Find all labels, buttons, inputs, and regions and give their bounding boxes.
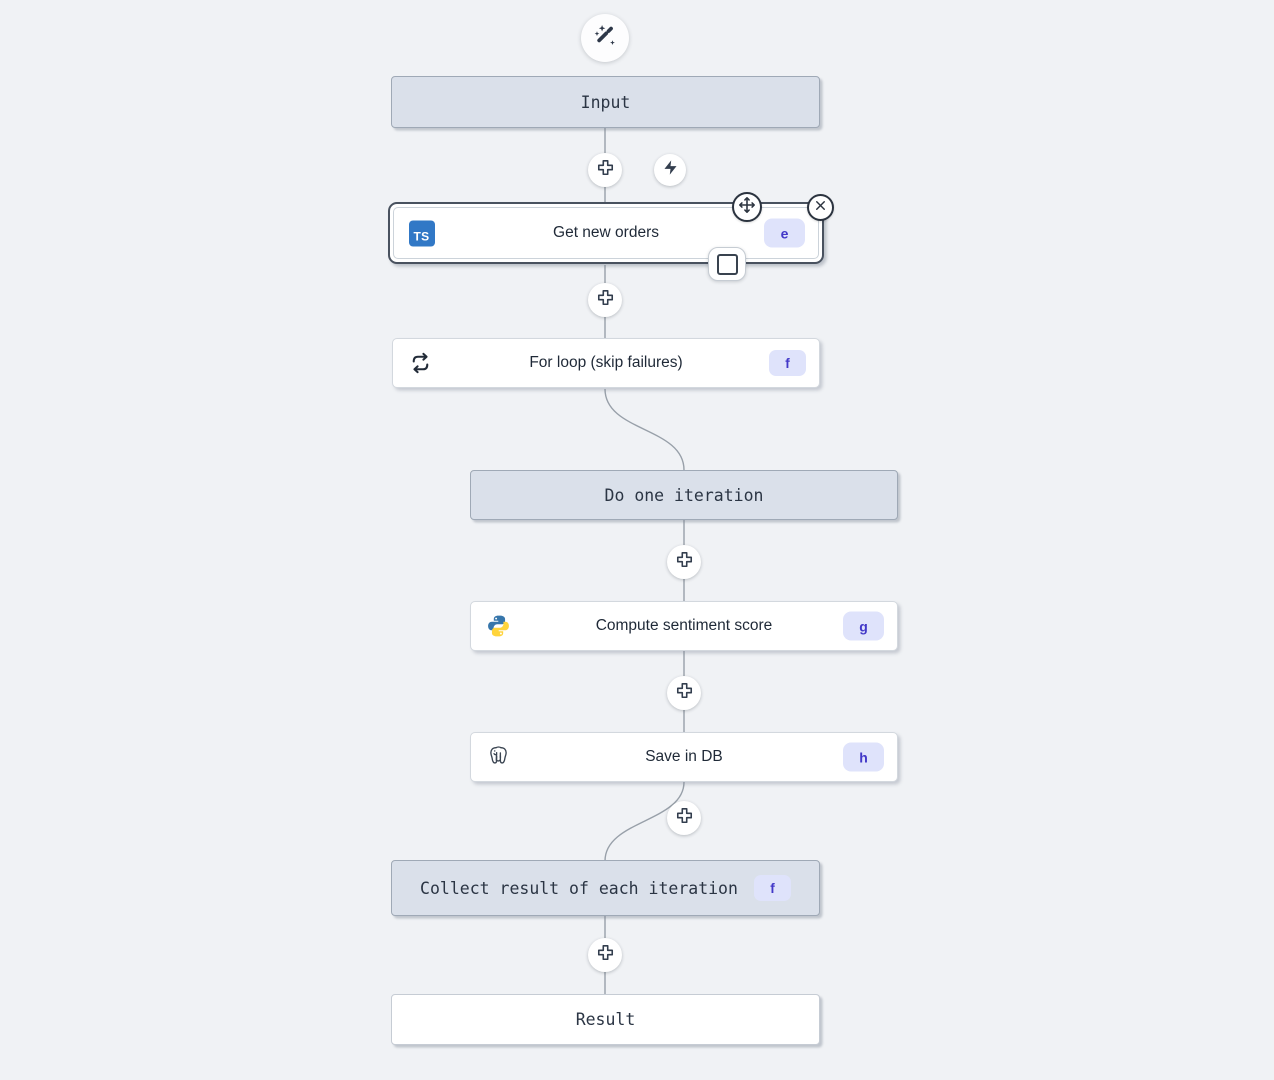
plus-icon [675, 806, 694, 830]
plus-icon [675, 550, 694, 574]
python-icon [485, 613, 512, 640]
node-label: Compute sentiment score [595, 617, 773, 634]
plus-icon [596, 158, 615, 182]
connector [604, 388, 685, 471]
input-node[interactable]: Input [391, 76, 820, 128]
node-label: For loop (skip failures) [529, 354, 683, 371]
node-compute-sentiment[interactable]: Compute sentiment score g [470, 601, 898, 651]
node-label: Get new orders [553, 224, 659, 241]
typescript-icon: TS [408, 220, 435, 247]
checkbox-icon [716, 253, 738, 275]
step-id-badge: h [843, 742, 884, 772]
input-node-label: Input [580, 92, 631, 112]
move-node-handle[interactable] [732, 192, 762, 222]
plus-icon [596, 943, 615, 967]
step-id-badge: f [753, 875, 791, 901]
add-trigger-button[interactable] [654, 154, 686, 186]
do-one-iteration-node[interactable]: Do one iteration [470, 470, 898, 520]
postgresql-icon [485, 744, 512, 771]
add-step-button[interactable] [588, 938, 622, 972]
repeat-loop-icon [407, 350, 434, 377]
move-crosshair-icon [738, 196, 756, 219]
connector [604, 781, 685, 862]
node-checkbox-toggle[interactable] [708, 247, 746, 281]
step-id-badge: e [764, 218, 805, 248]
add-step-button[interactable] [588, 283, 622, 317]
delete-node-button[interactable] [807, 194, 834, 221]
node-label: Save in DB [645, 748, 723, 765]
plus-icon [596, 288, 615, 312]
iteration-node-label: Do one iteration [604, 485, 764, 505]
node-save-in-db[interactable]: Save in DB h [470, 732, 898, 782]
close-icon [813, 198, 828, 218]
magic-wand-icon [592, 23, 618, 54]
add-step-button[interactable] [667, 545, 701, 579]
collect-result-node[interactable]: Collect result of each iteration f [391, 860, 820, 916]
add-step-button[interactable] [667, 801, 701, 835]
collect-node-label: Collect result of each iteration [420, 878, 738, 898]
add-step-button[interactable] [667, 676, 701, 710]
step-id-badge: f [769, 350, 806, 376]
plus-icon [675, 681, 694, 705]
step-id-badge: g [843, 611, 884, 641]
node-for-loop[interactable]: For loop (skip failures) f [392, 338, 820, 388]
ai-flow-builder-button[interactable] [581, 14, 629, 62]
add-step-button[interactable] [588, 153, 622, 187]
result-node[interactable]: Result [391, 994, 820, 1045]
result-node-label: Result [575, 1010, 636, 1029]
lightning-bolt-icon [662, 159, 679, 181]
